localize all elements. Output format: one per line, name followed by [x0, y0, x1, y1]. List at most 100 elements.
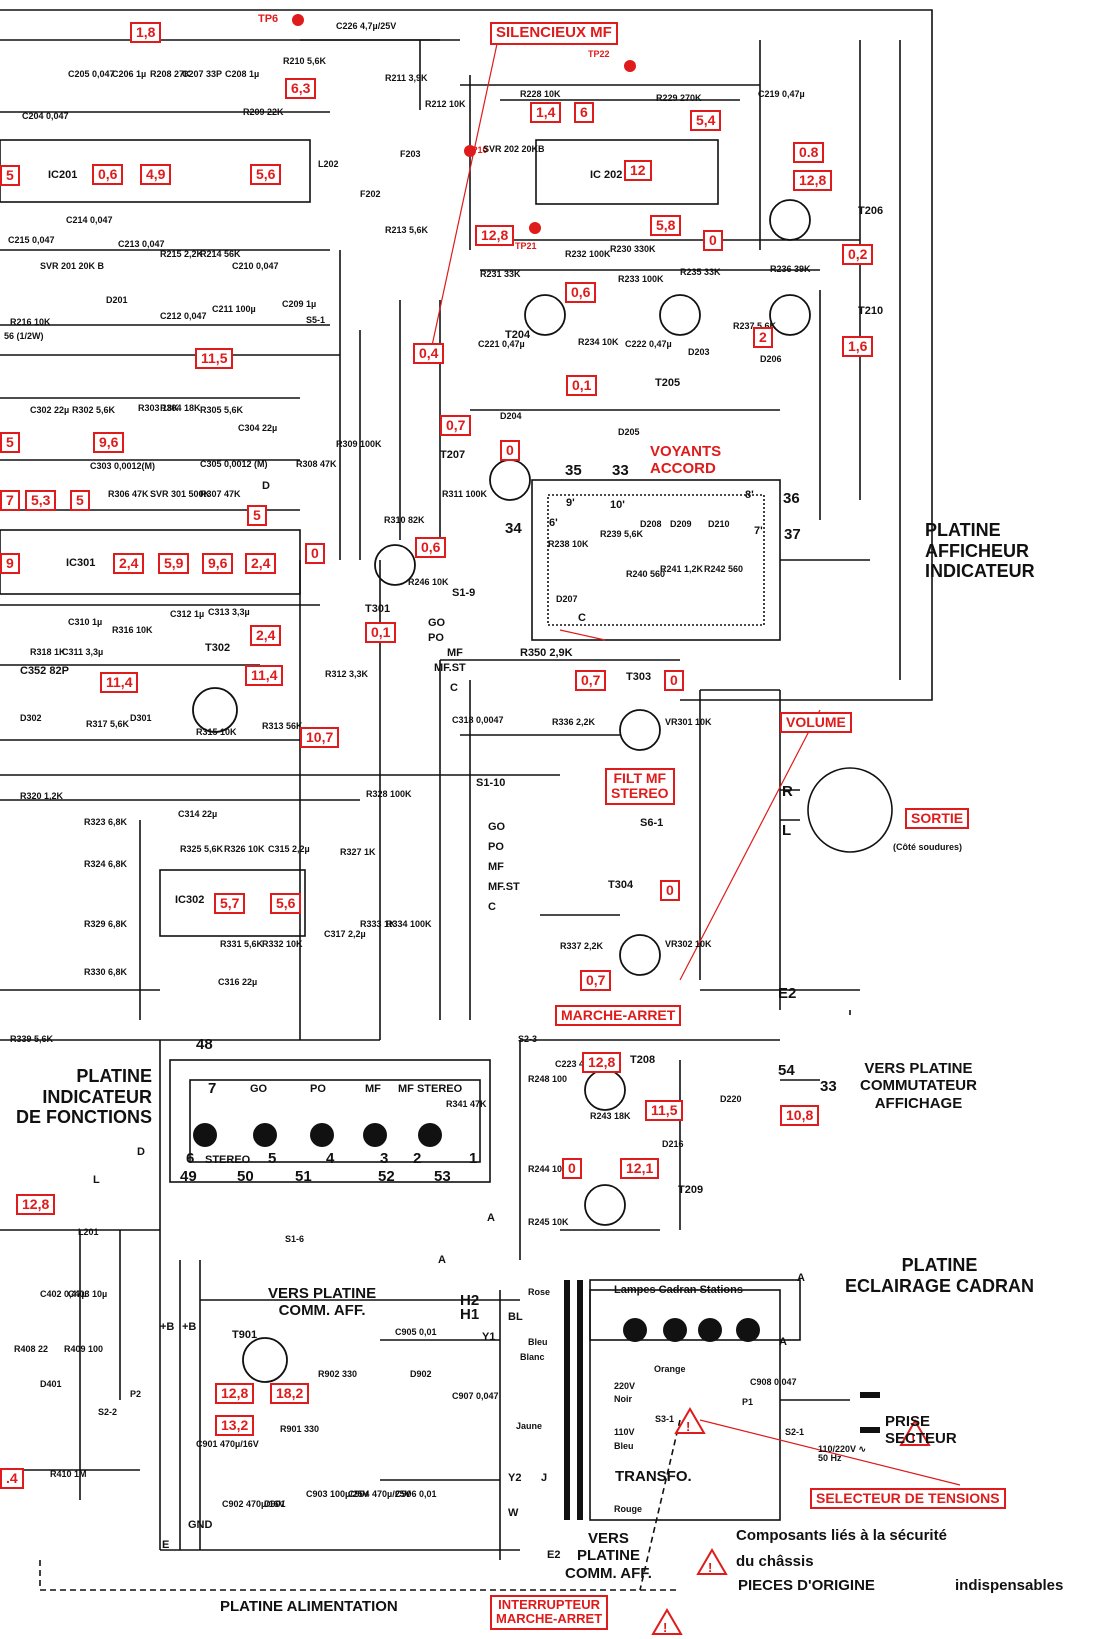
node-label: R: [782, 783, 793, 800]
t210-symbol: [769, 294, 811, 336]
component-label: R317 5,6K: [86, 719, 130, 729]
component-label: D302: [20, 713, 42, 723]
connector-number: 35: [565, 462, 582, 479]
component-label: R214 56K: [200, 249, 241, 259]
t303-symbol: [619, 709, 661, 751]
component-label: R408 22: [14, 1344, 49, 1354]
component-label: R320 1,2K: [20, 791, 64, 801]
silencieux-mf-label: SILENCIEUX MF: [490, 22, 618, 45]
component-label: D205: [618, 427, 640, 437]
component-label: R231 33K: [480, 269, 521, 279]
component-label: R332 10K: [262, 939, 303, 949]
component-label: C311 3,3µ: [62, 647, 104, 657]
node-label: J: [541, 1472, 548, 1484]
component-label: C223 4,7µ: [555, 1059, 597, 1069]
node-label: +B: [160, 1321, 175, 1333]
ic301-label: IC301: [66, 557, 96, 569]
function-label: PO: [310, 1083, 326, 1095]
sortie-label: SORTIE: [905, 808, 970, 830]
component-label: R307 47K: [200, 489, 241, 499]
component-label: D206: [760, 354, 782, 364]
component-label: C219 0,47µ: [758, 89, 805, 99]
component-label: S2-2: [98, 1407, 118, 1417]
platine-indicateur-fonctions-title: PLATINE INDICATEUR DE FONCTIONS: [15, 1066, 152, 1128]
ic201-label: IC201: [48, 169, 78, 181]
t901-label: T901: [232, 1329, 258, 1341]
mains-spec-label: 110/220V ∿ 50 Hz: [818, 1444, 867, 1463]
wire-color-label: Jaune: [516, 1421, 543, 1431]
component-label: R327 1K: [340, 847, 376, 857]
node-label: Y2: [508, 1472, 522, 1484]
node-label: Y1: [482, 1331, 496, 1343]
component-label: R313 56K: [262, 721, 303, 731]
component-label: R240 560: [626, 569, 666, 579]
voltage-box: 2,4: [113, 553, 145, 575]
voltage-box: 5: [247, 505, 267, 527]
component-label: SVR 201 20K B: [40, 261, 105, 271]
component-label: C213 0,047: [118, 239, 165, 249]
component-label: C905 0,01: [395, 1327, 437, 1337]
voltage-box: 5,4: [690, 110, 722, 132]
voltage-box: 0,6: [92, 164, 124, 186]
switch-label: MF.ST: [434, 662, 466, 674]
voltage-box: 11,4: [100, 672, 139, 694]
node-label: W: [508, 1507, 519, 1519]
component-label: R318 1K: [30, 647, 66, 657]
marche-arret-label: MARCHE-ARRET: [555, 1005, 682, 1027]
component-label: R324 6,8K: [84, 859, 128, 869]
component-label: C315 2,2µ: [268, 844, 310, 854]
component-label: R410 1M: [50, 1469, 87, 1479]
voltage-box: 13,2: [215, 1415, 255, 1437]
t304-label: T304: [608, 879, 634, 891]
switch-label: MF.ST: [488, 881, 520, 893]
component-label: D901: [264, 1499, 286, 1509]
node-label: BL: [508, 1311, 523, 1323]
component-label: R350 2,9K: [520, 647, 573, 659]
voltage-box: 0,7: [440, 415, 472, 437]
connector-number: 54: [778, 1062, 795, 1079]
tp6-label: TP6: [258, 13, 279, 25]
voltage-box: 0: [305, 543, 325, 565]
voltage-box: 9,6: [202, 553, 234, 575]
component-label: R333 1K: [360, 919, 396, 929]
component-label: C209 1µ: [282, 299, 317, 309]
voltage-box: 12,1: [620, 1158, 660, 1180]
component-label: C226 4,7µ/25V: [336, 21, 397, 31]
component-label: C352 82P: [20, 665, 69, 677]
voltage-box: 0: [664, 670, 684, 692]
component-label: 56 (1/2W): [4, 331, 44, 341]
component-label: C207 33P: [182, 69, 223, 79]
component-label: C402 0,47µ: [40, 1289, 87, 1299]
connector-number: 51: [295, 1168, 312, 1185]
function-label: GO: [250, 1083, 268, 1095]
switch-label: MF: [447, 647, 463, 659]
component-label: R306 47K: [108, 489, 149, 499]
switch-label: C: [450, 682, 458, 694]
component-label: R237 5,6K: [733, 321, 777, 331]
svg-text:!: !: [686, 1419, 690, 1434]
voltage-box: 10,7: [300, 727, 340, 749]
component-label: R241 1,2K: [660, 564, 704, 574]
component-label: R243 18K: [590, 1111, 631, 1121]
component-label: R303 18K: [138, 403, 179, 413]
wire-color-label: Rouge: [614, 1504, 642, 1514]
component-label: R233 100K: [618, 274, 664, 284]
component-label: R244 10K: [528, 1164, 569, 1174]
component-label: R337 2,2K: [560, 941, 604, 951]
node-label: E2: [547, 1549, 561, 1561]
connector-number: 9': [566, 497, 575, 509]
switch-label: PO: [428, 632, 444, 644]
component-label: C903 100µ/25V: [306, 1489, 369, 1499]
switch-label: GO: [488, 821, 506, 833]
voltage-box: 11,5: [195, 348, 234, 370]
component-label: R341 47K: [446, 1099, 487, 1109]
transfo-label: TRANSFO.: [615, 1468, 692, 1485]
voltage-box: 5: [0, 432, 20, 454]
platine-afficheur-text: PLATINE AFFICHEUR INDICATEUR: [925, 520, 1035, 582]
t206-label: T206: [858, 205, 884, 217]
node-label: H2: [460, 1292, 480, 1309]
component-label: R239 5,6K: [600, 529, 644, 539]
component-label: C210 0,047: [232, 261, 279, 271]
platine-fonctions-box: [169, 1059, 491, 1183]
t205-symbol: [659, 294, 701, 336]
